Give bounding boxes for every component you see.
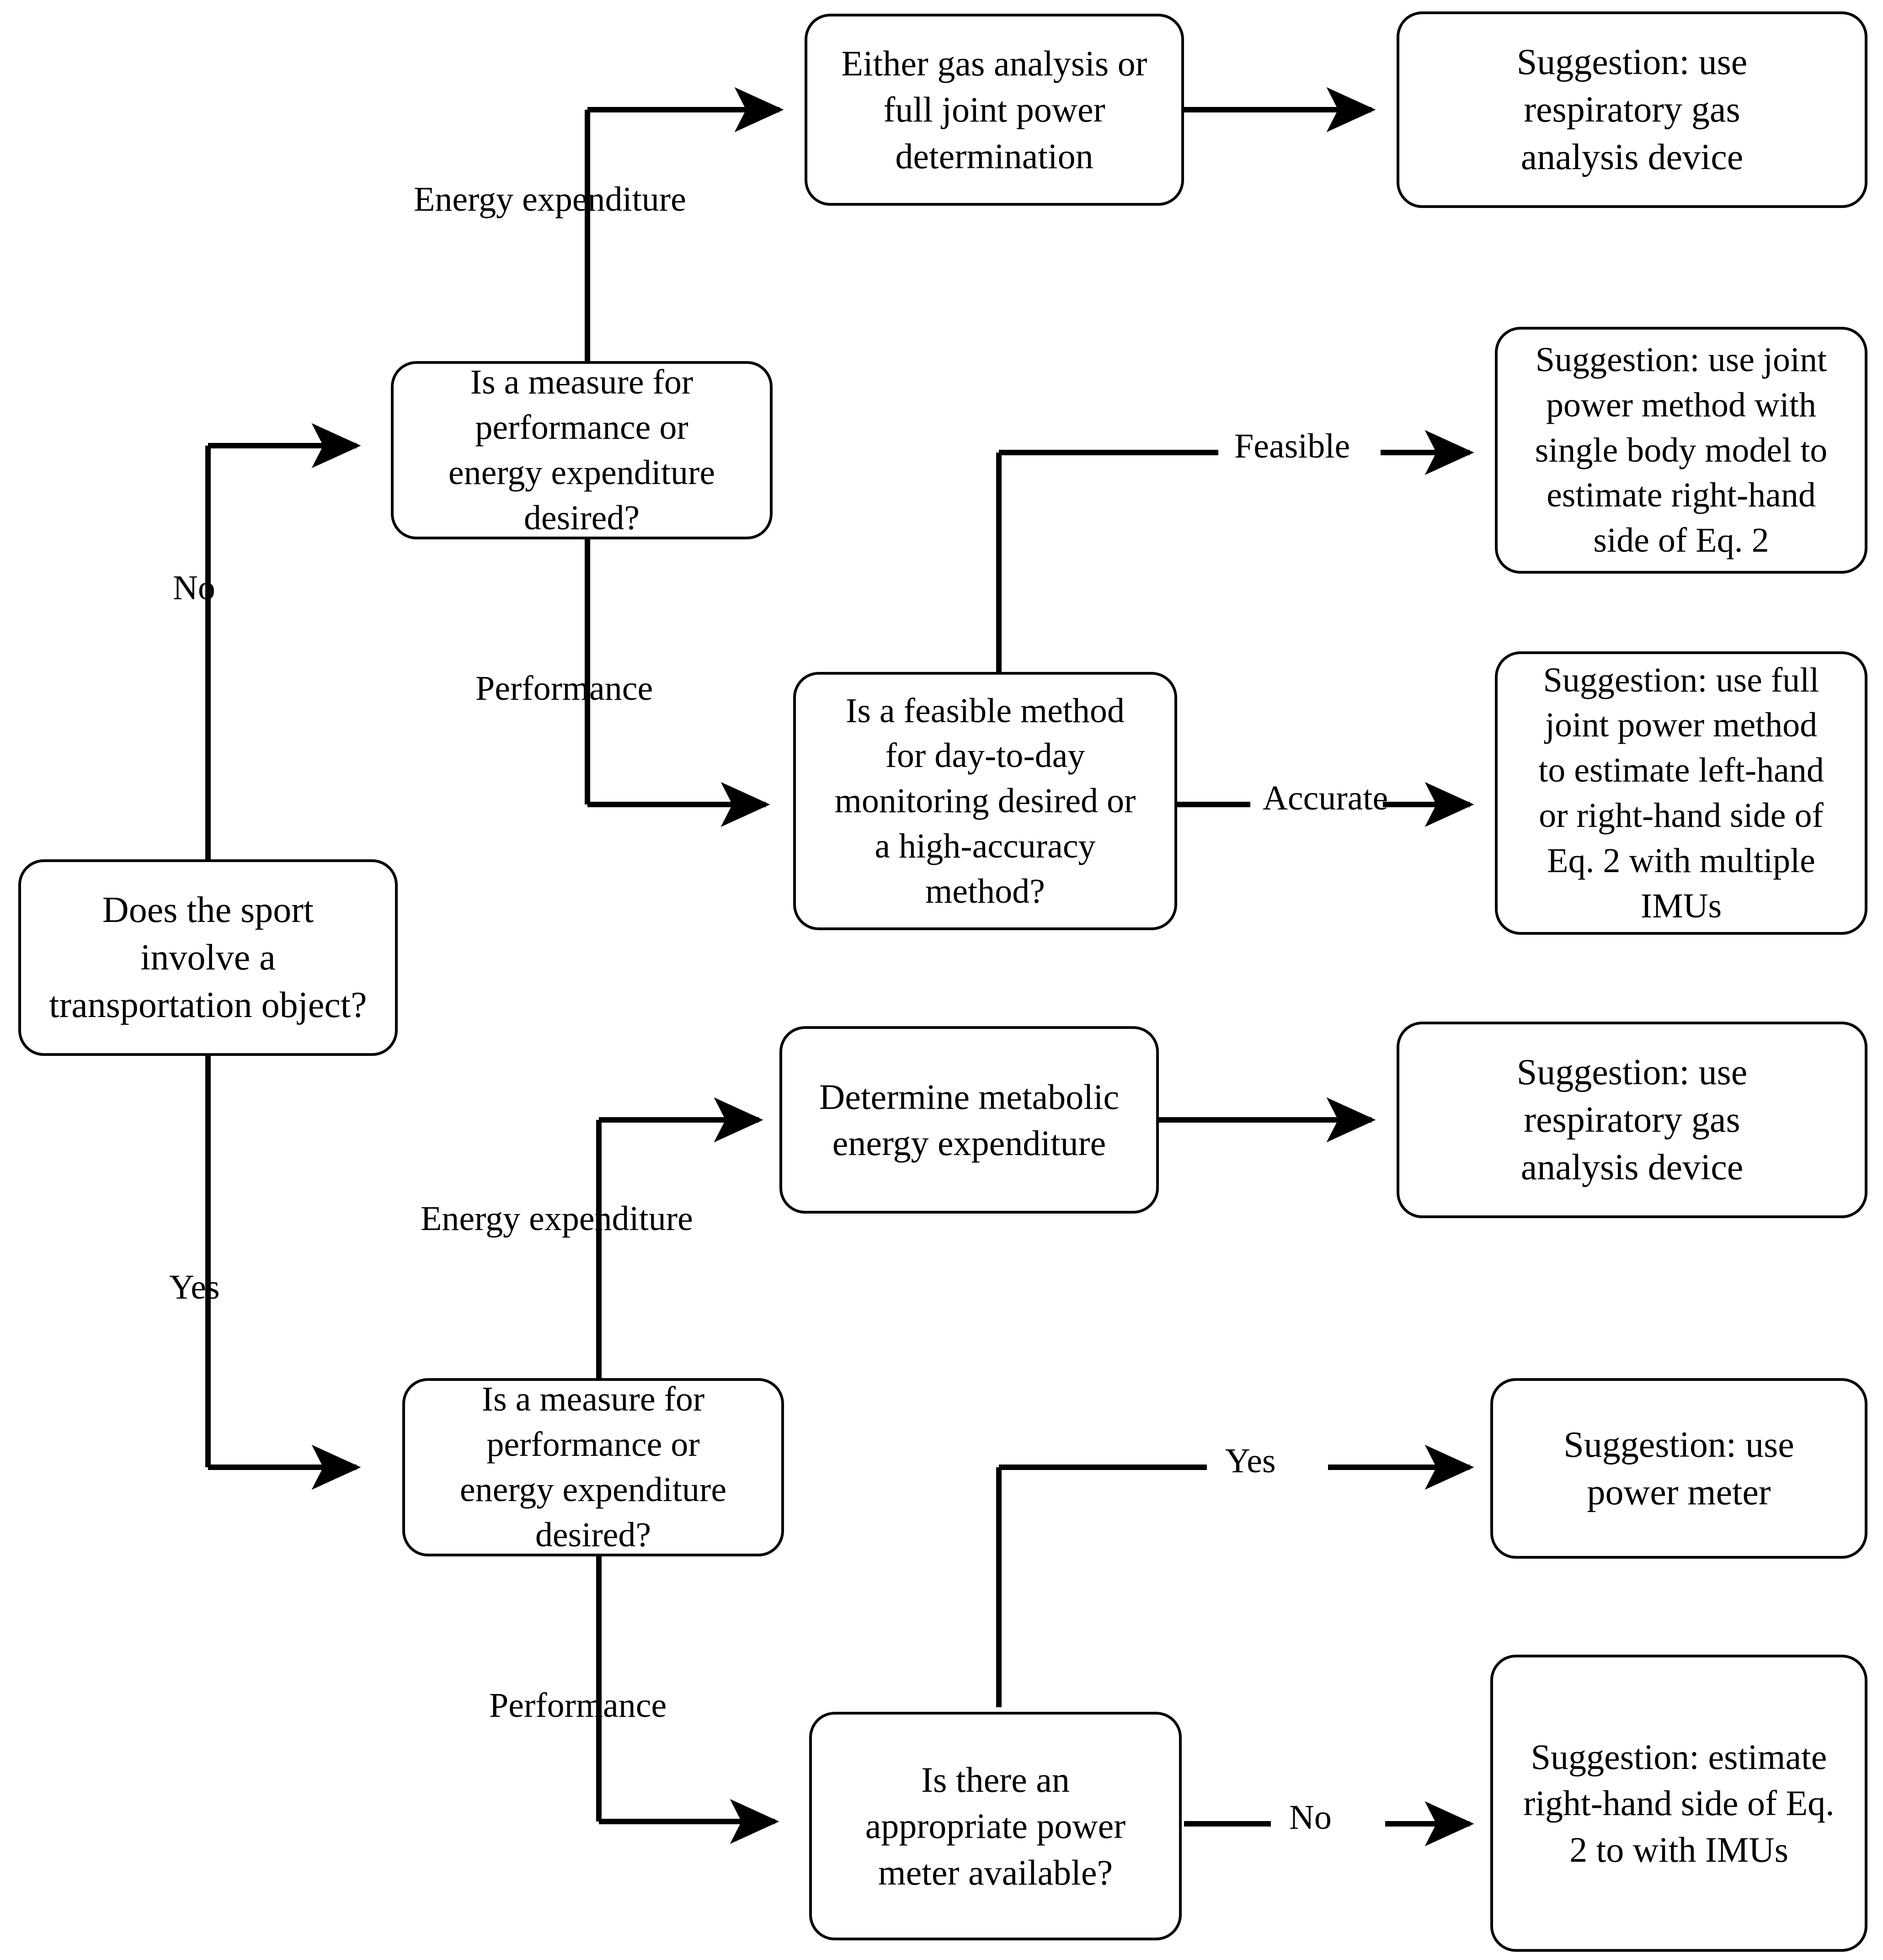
node-measure-performance-or-energy-top[interactable]: Is a measure for performance or energy e…: [391, 361, 773, 539]
node-either-gas-analysis-or-full-joint-power[interactable]: Either gas analysis or full joint power …: [805, 14, 1184, 206]
edge-label-feasible: Feasible: [1234, 427, 1350, 465]
node-suggestion-respiratory-gas-device-bottom[interactable]: Suggestion: use respiratory gas analysis…: [1397, 1022, 1867, 1218]
edge-label-performance-top: Performance: [475, 669, 653, 708]
node-is-feasible-method-decision[interactable]: Is a feasible method for day-to-day moni…: [793, 672, 1177, 930]
node-suggestion-use-power-meter[interactable]: Suggestion: use power meter: [1490, 1378, 1867, 1559]
node-suggestion-joint-power-single-body-model[interactable]: Suggestion: use joint power method with …: [1495, 327, 1867, 574]
edge-label-performance-bottom: Performance: [489, 1686, 667, 1725]
node-measure-performance-or-energy-bottom[interactable]: Is a measure for performance or energy e…: [402, 1378, 784, 1556]
edge-label-energy-expenditure-bottom: Energy expenditure: [421, 1199, 693, 1238]
edge-label-no-start: No: [173, 569, 215, 607]
node-is-appropriate-power-meter-available[interactable]: Is there an appropriate power meter avai…: [809, 1712, 1182, 1940]
node-suggestion-full-joint-power-multiple-imus[interactable]: Suggestion: use full joint power method …: [1495, 651, 1867, 935]
node-does-sport-involve-transportation-object[interactable]: Does the sport involve a transportation …: [18, 859, 398, 1056]
edge-label-yes-power-meter: Yes: [1225, 1442, 1276, 1480]
node-determine-metabolic-energy-expenditure[interactable]: Determine metabolic energy expenditure: [779, 1026, 1159, 1214]
node-suggestion-respiratory-gas-device-top[interactable]: Suggestion: use respiratory gas analysis…: [1397, 11, 1867, 208]
node-suggestion-estimate-right-hand-side-imus[interactable]: Suggestion: estimate right-hand side of …: [1490, 1655, 1867, 1952]
edge-label-accurate: Accurate: [1263, 779, 1388, 817]
edge-label-energy-expenditure-top: Energy expenditure: [414, 180, 686, 218]
edge-label-yes-start: Yes: [169, 1268, 220, 1306]
edge-label-no-power-meter: No: [1289, 1798, 1332, 1837]
